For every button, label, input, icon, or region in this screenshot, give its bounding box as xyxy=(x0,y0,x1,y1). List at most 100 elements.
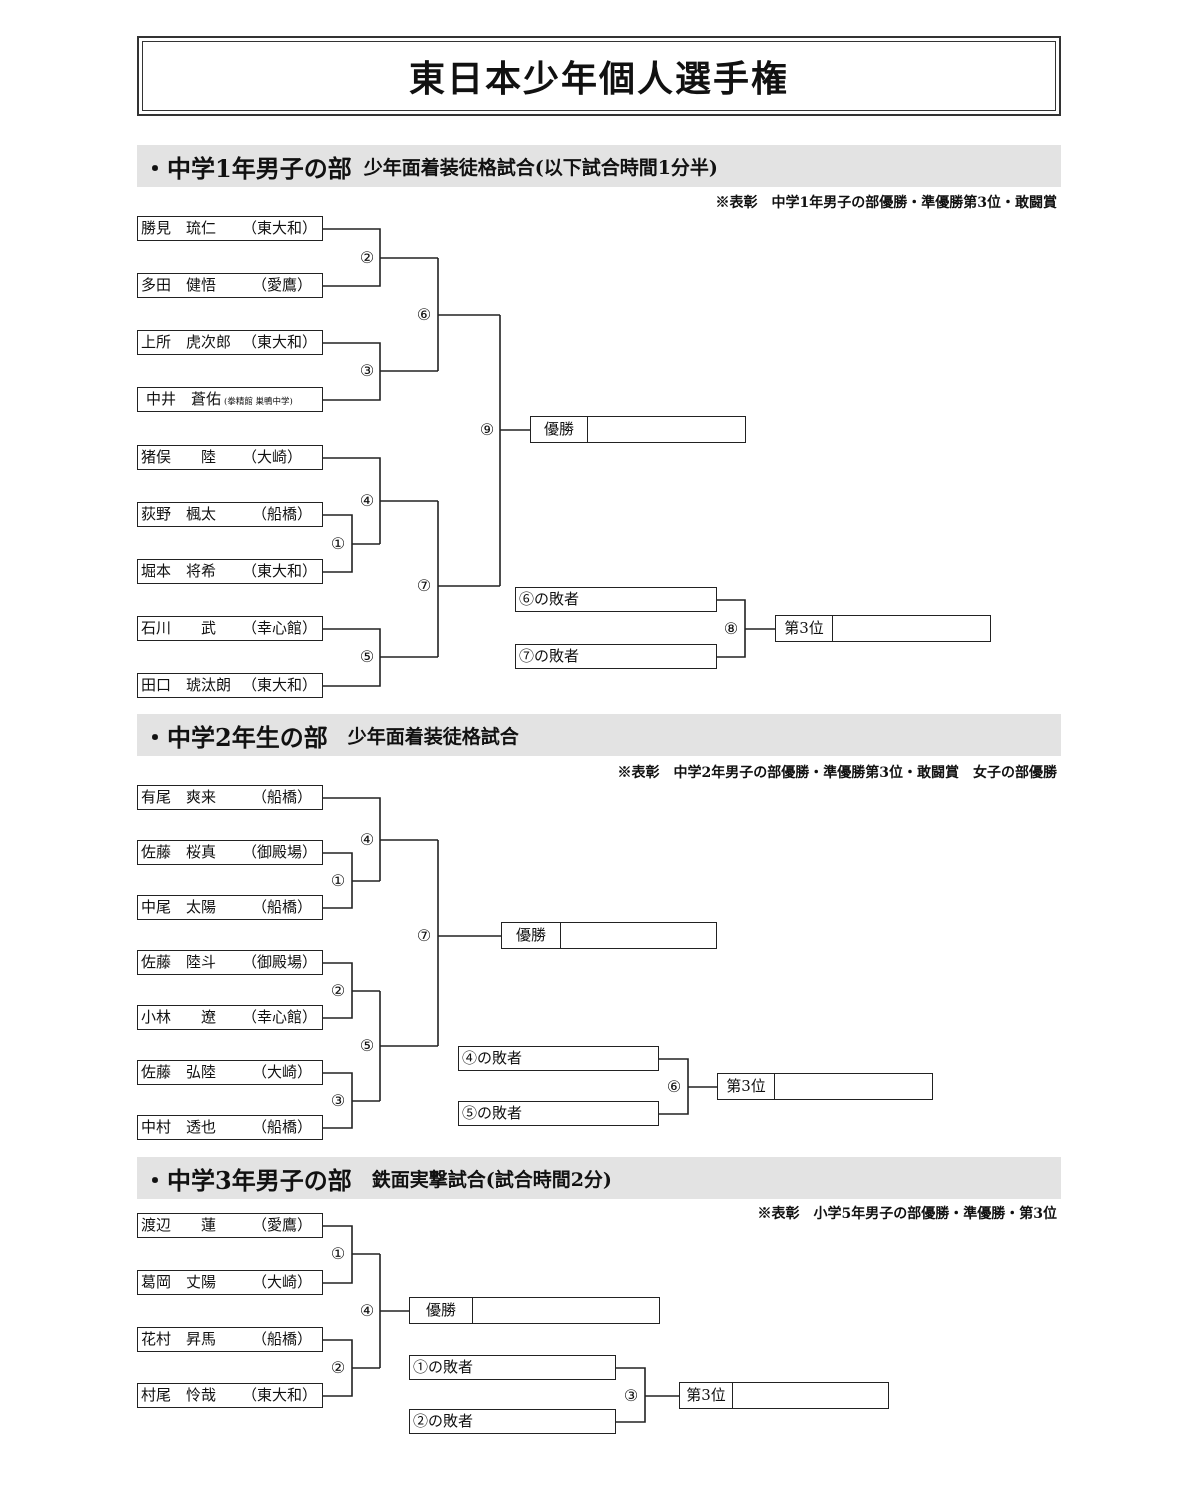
s2-line-m4 xyxy=(323,797,438,881)
loser-label: ④の敗者 xyxy=(462,1049,523,1067)
player-team: （東大和） xyxy=(242,1386,318,1404)
s3-line-m1 xyxy=(323,1225,380,1284)
third-place-box: 第3位 xyxy=(775,615,991,642)
player-team: (拳精館 巣鴨中学) xyxy=(224,397,293,407)
player-entry: 佐藤 陸斗 （御殿場） xyxy=(137,950,323,975)
player-entry: 中尾 太陽 （船橋） xyxy=(137,895,323,920)
match-number: ⑦ xyxy=(415,926,433,945)
third-place-box: 第3位 xyxy=(717,1073,933,1100)
player-name: 荻野 楓太 xyxy=(141,505,217,523)
player-name: 佐藤 桜真 xyxy=(141,843,217,861)
match-number: ⑦ xyxy=(415,576,433,595)
winner-box: 優勝 xyxy=(501,922,717,949)
award-note: ※表彰 小学5年男子の部優勝・準優勝・第3位 xyxy=(757,1206,1057,1222)
loser-label: ②の敗者 xyxy=(413,1412,474,1430)
player-entry: 葛岡 丈陽 （大崎） xyxy=(137,1270,323,1295)
player-team: （東大和） xyxy=(242,676,318,694)
player-team: （船橋） xyxy=(252,898,313,916)
player-name: 花村 昇馬 xyxy=(141,1330,217,1348)
loser-entry: ⑥の敗者 xyxy=(515,587,717,612)
third-place-label: 第3位 xyxy=(718,1074,775,1099)
player-entry: 田口 琥汰朗 （東大和） xyxy=(137,673,323,698)
third-place-label: 第3位 xyxy=(776,616,833,641)
match-number: ③ xyxy=(622,1386,640,1405)
loser-label: ①の敗者 xyxy=(413,1358,474,1376)
player-name: 中尾 太陽 xyxy=(141,898,217,916)
player-team: （御殿場） xyxy=(242,843,318,861)
match-number: ⑤ xyxy=(358,647,376,666)
player-team: （御殿場） xyxy=(242,953,318,971)
s1-line-m9 xyxy=(499,315,530,586)
section-subheading: 鉄面実撃試合(試合時間2分) xyxy=(371,1168,612,1191)
player-team: （幸心館） xyxy=(242,1008,318,1026)
s2-line-m2 xyxy=(323,962,380,1019)
player-entry: 村尾 怜哉 （東大和） xyxy=(137,1383,323,1408)
loser-entry: ④の敗者 xyxy=(458,1046,659,1071)
title-inner-frame: 東日本少年個人選手権 xyxy=(142,41,1056,111)
s1-line-m4 xyxy=(323,457,438,544)
player-name: 有尾 爽来 xyxy=(141,788,217,806)
player-name: 佐藤 陸斗 xyxy=(141,953,217,971)
match-number: ④ xyxy=(358,491,376,510)
player-name: 勝見 琉仁 xyxy=(141,219,217,237)
match-number: ⑧ xyxy=(722,619,740,638)
player-team: （東大和） xyxy=(242,562,318,580)
s2-line-m1 xyxy=(323,852,380,909)
loser-entry: ⑦の敗者 xyxy=(515,644,717,669)
s1-line-m6 xyxy=(437,258,500,371)
match-number: ③ xyxy=(329,1091,347,1110)
player-entry: 小林 遼 （幸心館） xyxy=(137,1005,323,1030)
player-team: （幸心館） xyxy=(242,619,318,637)
player-name: 中井 蒼佑 xyxy=(146,390,222,408)
match-number: ④ xyxy=(358,1301,376,1320)
match-number: ⑨ xyxy=(478,420,496,439)
match-number: ⑥ xyxy=(415,305,433,324)
player-team: （大崎） xyxy=(252,1063,313,1081)
s3-line-m3 xyxy=(616,1367,679,1423)
match-number: ④ xyxy=(358,830,376,849)
title-frame: 東日本少年個人選手権 xyxy=(137,36,1061,116)
player-entry: 猪俣 陸 （大崎） xyxy=(137,445,323,470)
s3-line-m4 xyxy=(379,1254,409,1368)
player-team: （東大和） xyxy=(242,333,318,351)
section-subheading: 少年面着装徒格試合 xyxy=(347,725,519,748)
section-header-grade2: ・ 中学2年生の部 少年面着装徒格試合 xyxy=(137,714,1061,756)
player-entry: 中村 透也 （船橋） xyxy=(137,1115,323,1140)
award-note: ※表彰 中学1年男子の部優勝・準優勝第3位・敢闘賞 xyxy=(715,195,1057,211)
s1-line-m5 xyxy=(323,628,438,687)
s1-line-m7 xyxy=(437,501,500,657)
loser-label: ⑤の敗者 xyxy=(462,1104,523,1122)
match-number: ① xyxy=(329,534,347,553)
loser-entry: ①の敗者 xyxy=(409,1355,616,1380)
match-number: ② xyxy=(329,981,347,1000)
player-entry: 佐藤 弘陸 （大崎） xyxy=(137,1060,323,1085)
section-bullet: ・ xyxy=(143,722,167,752)
player-team: （東大和） xyxy=(242,219,318,237)
section-subheading: 少年面着装徒格試合(以下試合時間1分半) xyxy=(363,156,718,179)
player-name: 多田 健悟 xyxy=(141,276,217,294)
section-bullet: ・ xyxy=(143,153,167,183)
loser-entry: ⑤の敗者 xyxy=(458,1101,659,1126)
player-entry: 佐藤 桜真 （御殿場） xyxy=(137,840,323,865)
player-team: （船橋） xyxy=(252,505,313,523)
player-entry: 有尾 爽来 （船橋） xyxy=(137,785,323,810)
page-title: 東日本少年個人選手権 xyxy=(408,58,789,100)
loser-label: ⑥の敗者 xyxy=(519,590,580,608)
player-team: （大崎） xyxy=(252,1273,313,1291)
s1-line-m8 xyxy=(717,599,775,658)
winner-label: 優勝 xyxy=(410,1298,473,1323)
player-name: 上所 虎次郎 xyxy=(141,333,232,351)
match-number: ① xyxy=(329,1244,347,1263)
section-bullet: ・ xyxy=(143,1165,167,1195)
s2-line-m3 xyxy=(323,1072,380,1129)
s1-line-m3 xyxy=(323,342,438,401)
match-number: ⑤ xyxy=(358,1036,376,1055)
player-team: （船橋） xyxy=(252,1118,313,1136)
player-name: 猪俣 陸 xyxy=(141,448,217,466)
s1-line-m2 xyxy=(323,228,438,287)
section-heading: 中学3年男子の部 xyxy=(167,1165,352,1195)
match-number: ② xyxy=(329,1358,347,1377)
player-entry: 勝見 琉仁 （東大和） xyxy=(137,216,323,241)
player-entry: 堀本 将希 （東大和） xyxy=(137,559,323,584)
